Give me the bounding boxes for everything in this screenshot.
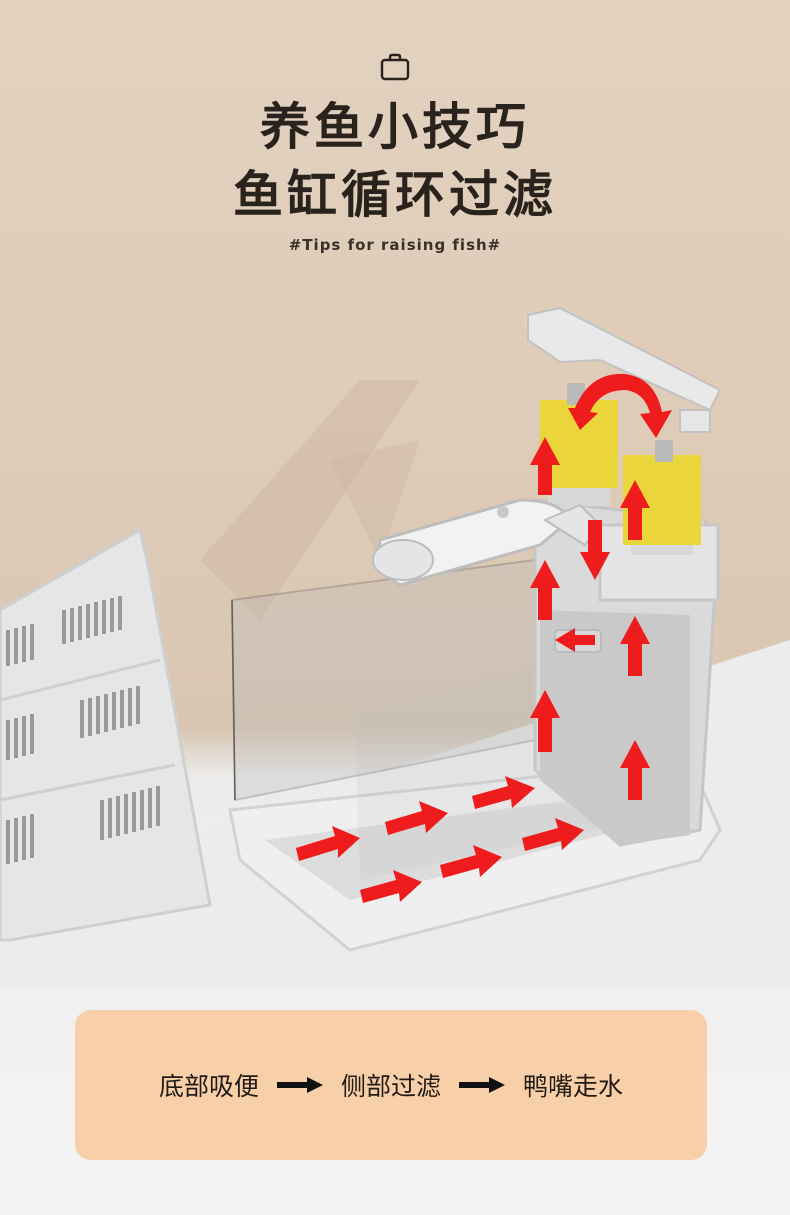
page-title-line1: 养鱼小技巧 — [260, 98, 530, 156]
flow-step-side-filter: 侧部过滤 — [340, 1072, 441, 1101]
flow-summary-panel: 底部吸便 侧部过滤 鸭嘴走水 — [75, 1010, 707, 1160]
hero-section: 养鱼小技巧 鱼缸循环过滤 #Tips for raising fish# — [0, 53, 790, 990]
shopping-bag-icon — [380, 53, 410, 81]
page-title-line2: 鱼缸循环过滤 — [233, 166, 557, 224]
flow-steps: 底部吸便 侧部过滤 鸭嘴走水 — [75, 1010, 707, 1160]
filter-grid-panel — [0, 527, 212, 942]
flow-arrows — [296, 373, 672, 903]
flow-step-bottom-suction: 底部吸便 — [158, 1072, 259, 1101]
flow-step-duckbill-outflow: 鸭嘴走水 — [523, 1072, 624, 1101]
aquarium-illustration — [0, 306, 790, 990]
tagline: #Tips for raising fish# — [288, 236, 502, 254]
duckbill-outlet — [372, 498, 602, 587]
arrow-right-icon — [459, 1077, 505, 1093]
arrow-right-icon — [276, 1077, 323, 1093]
